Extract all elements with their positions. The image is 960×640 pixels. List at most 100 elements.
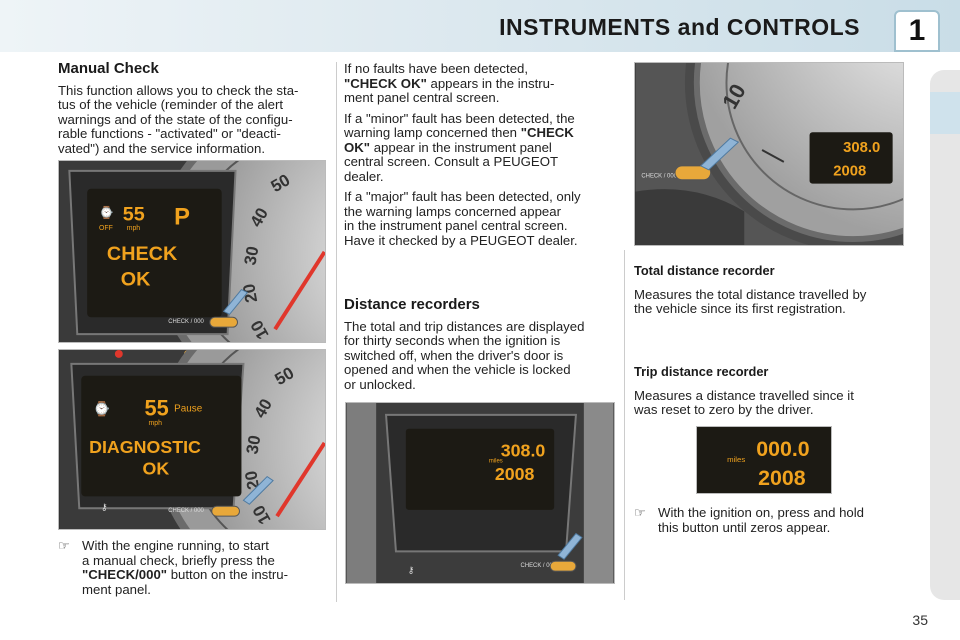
major-fault-paragraph: If a "major" fault has been detected, on… [344, 189, 616, 248]
manual-check-intro: This function allows you to check the st… [58, 83, 326, 157]
total-distance-heading: Total distance recorder [634, 263, 775, 278]
intro-line: vated") and the service information. [58, 140, 265, 156]
bullet-line: ment panel. [82, 581, 151, 597]
intro-line: warnings and of the state of the configu… [58, 111, 293, 127]
pointing-hand-icon: ☞ [634, 505, 646, 520]
fault-explanations: If no faults have been detected, "CHECK … [344, 61, 616, 254]
reset-instruction: ☞ With the ignition on, press and hold t… [634, 505, 906, 535]
text-line: dealer. [344, 168, 384, 184]
check-button [674, 165, 712, 181]
photo-trip-reset-display-illustration: 000.0 miles 2008 [698, 427, 830, 493]
trip-distance-readout: 2008 [833, 164, 866, 180]
text-line: switched off, when the driver's door is [344, 347, 564, 363]
page-number: 35 [912, 612, 928, 628]
bullet-line: a manual check, briefly press the [82, 552, 275, 568]
no-fault-paragraph: If no faults have been detected, "CHECK … [344, 61, 616, 106]
speed-unit: mph [127, 225, 141, 232]
bullet-line: button on the instru- [167, 567, 289, 582]
manual-check-instruction: ☞ With the engine running, to start a ma… [58, 538, 326, 597]
page-title: INSTRUMENTS and CONTROLS [499, 14, 860, 40]
text-line: warning lamp concerned then [344, 125, 521, 140]
speed-readout: 55 [123, 203, 145, 225]
distance-unit: miles [727, 455, 745, 464]
text-line: The total and trip distances are display… [344, 318, 585, 334]
trip-distance-section: Trip distance recorder Measures a distan… [634, 364, 906, 424]
text-line: the warning lamps concerned appear [344, 203, 561, 219]
photo-distance-display-illustration: 308.0 miles 2008 ⚷ CHECK / 000 [346, 403, 614, 583]
side-strip [930, 70, 960, 600]
check-button [211, 505, 240, 517]
speed-unit: mph [148, 420, 162, 427]
button-label: CHECK / 000 [168, 508, 204, 514]
arrow-icon [557, 532, 583, 560]
off-label: OFF [99, 225, 113, 232]
intro-line: rable functions - "activated" or "deacti… [58, 126, 281, 141]
lcd-screen [809, 132, 893, 184]
trip-reset-readout: 000.0 [756, 437, 809, 461]
check-button [209, 316, 238, 328]
side-strip-marker [930, 92, 960, 134]
lcd-screen [405, 428, 555, 510]
lcd-screen [87, 188, 222, 318]
dial-number: 30 [242, 434, 264, 456]
bullet-line: With the ignition on, press and hold [658, 505, 864, 520]
trip-distance-text: Measures a distance travelled since it w… [634, 387, 906, 418]
text-line: or unlocked. [344, 376, 416, 392]
text-line: If no faults have been detected, [344, 61, 529, 76]
lcd-message-line1: CHECK [107, 243, 178, 265]
text-line: If a "minor" fault has been detected, th… [344, 110, 575, 126]
text-line: was reset to zero by the driver. [634, 402, 814, 417]
photo-check-ok: 50 40 30 20 10 ⌚ OFF 55 mph P CHECK OK C… [58, 160, 326, 343]
warning-lamp [114, 350, 123, 358]
lcd-screen [81, 375, 242, 497]
text-line: If a "major" fault has been detected, on… [344, 189, 581, 204]
text-line: Have it checked by a PEUGEOT dealer. [344, 232, 578, 248]
lcd-message-line2: OK [143, 459, 170, 479]
text-line: opened and when the vehicle is locked [344, 362, 571, 377]
manual-check-heading: Manual Check [58, 60, 159, 77]
minor-fault-paragraph: If a "minor" fault has been detected, th… [344, 110, 616, 185]
button-label: CHECK / 000 [168, 319, 204, 325]
bullet-item: ☞ With the ignition on, press and hold t… [634, 505, 906, 535]
column-divider [624, 250, 625, 600]
button-label: CHECK / 000 [521, 563, 557, 569]
key-icon: ⚷ [408, 565, 415, 575]
column-divider [336, 62, 337, 602]
text-line: Measures a distance travelled since it [634, 387, 854, 403]
photo-gauge-detail: 10 308.0 2008 CHECK / 000 [634, 62, 904, 246]
manual-check-section: Manual Check This function allows you to… [58, 60, 326, 162]
arrow-icon [242, 475, 274, 505]
pointing-hand-icon: ☞ [58, 538, 70, 553]
photo-check-ok-illustration: 50 40 30 20 10 ⌚ OFF 55 mph P CHECK OK C… [59, 161, 325, 342]
speed-readout: 55 [145, 395, 169, 420]
distance-recorders-heading: Distance recorders [344, 296, 480, 313]
header-band [0, 0, 960, 52]
text-line: in the instrument panel central screen. [344, 218, 568, 233]
gauge-icon: ⌚ [99, 205, 114, 219]
check-ok-keyword: "CHECK [520, 125, 574, 140]
photo-diagnostic-ok: 50 40 30 20 10 ⌚ 55 mph Pause DIAGNOSTIC… [58, 349, 326, 530]
check-ok-keyword: OK" [344, 139, 371, 155]
key-icon: ⚷ [101, 502, 108, 512]
dial-number: 30 [241, 245, 263, 267]
text-line: ment panel central screen. [344, 90, 500, 105]
distance-recorders-text: The total and trip distances are display… [344, 318, 616, 393]
text-line: the vehicle since its first registration… [634, 301, 846, 316]
total-readout: 2008 [758, 466, 806, 490]
text-line: appears in the instru- [426, 75, 555, 91]
arrow-icon [699, 137, 740, 171]
intro-line: tus of the vehicle (reminder of the aler… [58, 97, 284, 112]
distance-unit: miles [489, 458, 503, 464]
text-line: Measures the total distance travelled by [634, 286, 867, 302]
lcd-message-line2: OK [121, 269, 151, 291]
button-label: CHECK / 000 [641, 174, 677, 180]
bullet-line: With the engine running, to start [82, 538, 269, 553]
gauge-icon: ⌚ [93, 400, 110, 417]
pause-label: Pause [174, 403, 203, 414]
total-distance-readout: 308.0 [843, 140, 880, 156]
text-line: for thirty seconds when the ignition is [344, 333, 561, 348]
photo-diagnostic-ok-illustration: 50 40 30 20 10 ⌚ 55 mph Pause DIAGNOSTIC… [59, 350, 325, 529]
total-distance-section: Total distance recorder Measures the tot… [634, 263, 906, 323]
check-ok-keyword: "CHECK OK" [344, 75, 427, 91]
bullet-text: With the ignition on, press and hold thi… [658, 505, 864, 535]
